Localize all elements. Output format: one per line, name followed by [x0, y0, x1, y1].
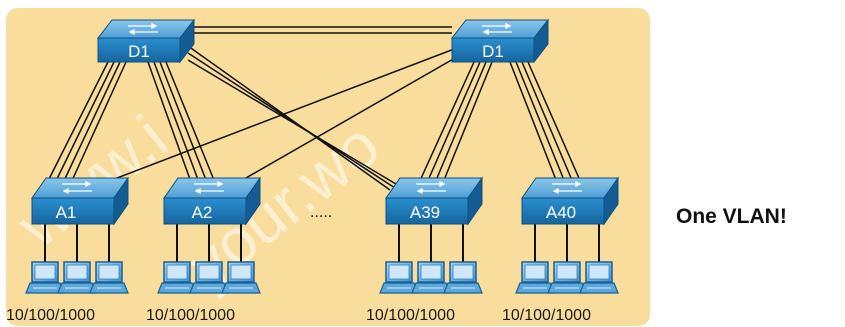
- switch-arrows-icon: [194, 180, 224, 195]
- link-bundle-d1left-a2: [147, 61, 217, 186]
- laptop-icon: [579, 261, 619, 294]
- switch-arrows-icon: [482, 22, 512, 36]
- laptop-icon: [89, 261, 129, 294]
- link-bundle-d1right-a1: [95, 45, 463, 187]
- switch-label-a39: A39: [410, 203, 440, 222]
- switch-arrows-icon: [416, 180, 446, 195]
- one-vlan-callout: One VLAN!: [676, 205, 787, 228]
- port-speed-label-a2: 10/100/1000: [146, 307, 235, 324]
- laptop-icon: [515, 261, 555, 294]
- link-bundle-d1right-a2: [231, 53, 463, 187]
- ellipsis-label: .....: [310, 204, 332, 221]
- switch-arrows-icon: [552, 180, 582, 195]
- pcs: [25, 261, 619, 294]
- laptop-icon: [411, 261, 451, 294]
- links: [44, 26, 600, 262]
- switch-a39: A39: [385, 176, 483, 226]
- laptop-icon: [379, 261, 419, 294]
- laptop-icon: [221, 261, 261, 294]
- link-bundle-d1right-a40: [509, 61, 583, 186]
- laptop-icon: [189, 261, 229, 294]
- switch-d1-left: D1: [96, 18, 196, 64]
- laptop-icon: [57, 261, 97, 294]
- link-bundle-d1left-a1: [45, 61, 127, 186]
- switch-label-d1-right: D1: [482, 42, 504, 61]
- laptop-icon: [157, 261, 197, 294]
- switch-label-a1: A1: [56, 203, 77, 222]
- link-bundle-d1-d1: [190, 26, 452, 34]
- switch-arrows-icon: [128, 22, 158, 36]
- pc-drops: [44, 224, 600, 262]
- switch-d1-right: D1: [450, 18, 550, 64]
- port-speed-label-a40: 10/100/1000: [502, 307, 591, 324]
- switch-label-d1-left: D1: [128, 42, 150, 61]
- laptop-icon: [547, 261, 587, 294]
- port-speed-label-a39: 10/100/1000: [366, 307, 455, 324]
- switch-label-a2: A2: [192, 203, 213, 222]
- switch-label-a40: A40: [546, 203, 576, 222]
- switch-a2: A2: [163, 176, 261, 226]
- laptop-icon: [25, 261, 65, 294]
- port-speed-label-a1: 10/100/1000: [6, 307, 95, 324]
- switch-a1: A1: [31, 176, 129, 226]
- link-bundle-d1right-a39: [417, 61, 493, 186]
- link-bundle-d1left-a39: [187, 45, 407, 191]
- switch-arrows-icon: [62, 180, 92, 195]
- switch-a40: A40: [521, 176, 619, 226]
- laptop-icon: [443, 261, 483, 294]
